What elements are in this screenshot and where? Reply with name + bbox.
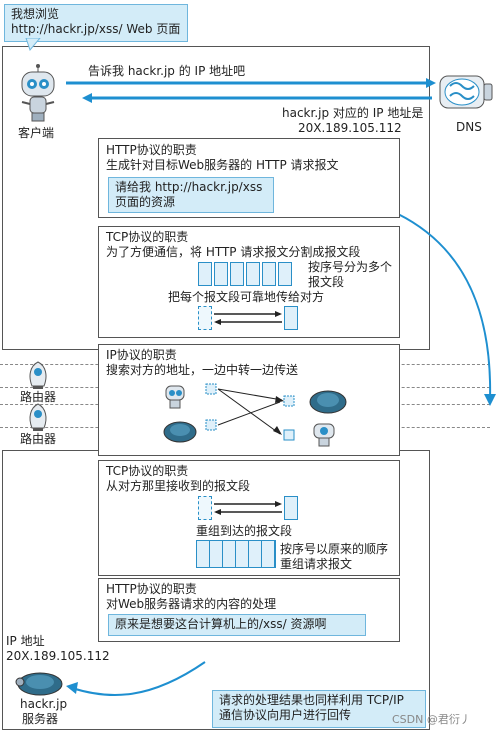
request-note-line-2: 页面的资源	[115, 195, 176, 209]
reliable-note: 把每个报文段可靠地传给对方	[168, 290, 325, 304]
client-label: 客户端	[18, 126, 55, 140]
response-note-line-2: 通信协议向用户进行回传	[219, 708, 352, 722]
server-ip-value: 20X.189.105.112	[6, 649, 110, 663]
ip-panel-desc: 搜索对方的地址，一边中转一边传送	[106, 363, 299, 377]
speech-line-1: 我想浏览	[11, 7, 60, 21]
segment	[230, 262, 244, 286]
dns-query-text: 告诉我 hackr.jp 的 IP 地址吧	[88, 64, 246, 78]
http2-panel-title: HTTP协议的职责	[106, 582, 197, 596]
tcp2-transfer-arrows	[214, 501, 282, 515]
tcp-panel-title: TCP协议的职责	[106, 230, 189, 244]
dns-reply-line-1: hackr.jp 对应的 IP 地址是	[282, 106, 424, 120]
router-icon	[29, 403, 47, 431]
request-note-line-1: 请给我 http://hackr.jp/xss	[115, 180, 263, 194]
segment	[198, 262, 212, 286]
response-note: 请求的处理结果也同样利用 TCP/IP 通信协议向用户进行回传	[212, 690, 426, 728]
speech-tail	[25, 38, 41, 52]
watermark: CSDN @君衍丿	[392, 713, 471, 726]
segment-send	[198, 306, 212, 330]
router-label-2: 路由器	[20, 432, 57, 446]
response-note-line-1: 请求的处理结果也同样利用 TCP/IP	[219, 693, 404, 707]
dns-server-icon	[439, 75, 493, 109]
http-panel-desc: 生成针对目标Web服务器的 HTTP 请求报文	[106, 158, 339, 172]
tcp-panel-desc: 为了方便通信，将 HTTP 请求报文分割成报文段	[106, 245, 361, 259]
order-note-line-1: 按序号以原来的顺序	[280, 542, 389, 556]
segment-received	[284, 496, 298, 520]
client-robot-icon	[21, 64, 55, 122]
segment-receive	[284, 306, 298, 330]
server-name-line-1: hackr.jp	[20, 697, 68, 711]
segment	[246, 262, 260, 286]
reassembled-label: 重组到达的报文段	[196, 524, 293, 538]
dns-label: DNS	[456, 120, 482, 134]
tcp-transfer-arrows	[214, 311, 282, 325]
speech-line-2: http://hackr.jp/xss/ Web 页面	[11, 22, 181, 36]
ip-routing-diagram	[163, 383, 347, 447]
ip-panel	[98, 344, 400, 456]
speech-bubble: 我想浏览 http://hackr.jp/xss/ Web 页面	[4, 4, 188, 42]
segment	[214, 262, 228, 286]
segment-received-send	[198, 496, 212, 520]
http2-panel-desc: 对Web服务器请求的内容的处理	[106, 597, 277, 611]
resource-note-text: 原来是想要这台计算机上的/xss/ 资源啊	[115, 617, 327, 631]
resource-note: 原来是想要这台计算机上的/xss/ 资源啊	[108, 614, 366, 636]
reassembled-block	[196, 540, 276, 568]
server-turtle-icon	[15, 672, 63, 696]
segment	[262, 262, 276, 286]
request-note: 请给我 http://hackr.jp/xss 页面的资源	[108, 177, 274, 213]
segment-note-line-1: 按序号分为多个	[308, 260, 393, 274]
router-icon	[29, 361, 47, 389]
ip-panel-title: IP协议的职责	[106, 348, 177, 362]
order-note-line-2: 重组请求报文	[280, 557, 353, 571]
tcp2-panel-title: TCP协议的职责	[106, 464, 189, 478]
dns-reply-line-2: 20X.189.105.112	[298, 121, 402, 135]
http-panel-title: HTTP协议的职责	[106, 143, 197, 157]
server-name-line-2: 服务器	[22, 712, 59, 726]
segment	[278, 262, 292, 286]
tcp2-panel-desc: 从对方那里接收到的报文段	[106, 479, 251, 493]
server-ip-label: IP 地址	[6, 634, 45, 648]
router-label-1: 路由器	[20, 390, 57, 404]
segment-note-line-2: 报文段	[308, 275, 345, 289]
